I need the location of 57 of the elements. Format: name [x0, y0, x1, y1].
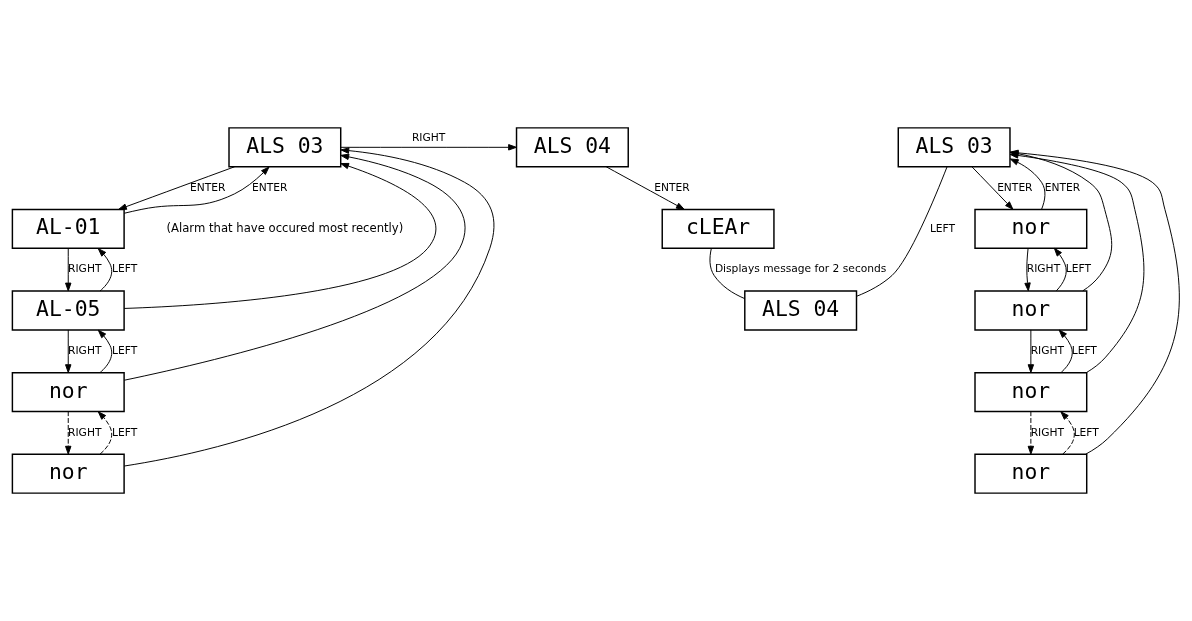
arrow [1060, 411, 1075, 455]
node-box: ALS 03 [228, 127, 342, 168]
arrow [1024, 248, 1031, 292]
edge-label: LEFT [929, 221, 956, 235]
arrow [65, 329, 72, 373]
node-box: ALS 03 [897, 127, 1011, 168]
node-box: nor [974, 290, 1088, 331]
edge-label: ENTER [1044, 180, 1081, 194]
edge-label: RIGHT [1030, 344, 1065, 358]
arrow [971, 166, 1014, 210]
edge-label: LEFT [112, 262, 138, 276]
connector [709, 248, 746, 299]
edge-label: LEFT [1065, 262, 1092, 276]
arrow [1053, 247, 1067, 292]
edge-label: Displays message for 2 seconds [714, 262, 887, 276]
node-box: nor [11, 453, 125, 494]
node-box: ALS 04 [744, 290, 858, 331]
label: (Alarm that have occured most recently) [166, 220, 404, 235]
edge-label: RIGHT [1026, 262, 1061, 276]
arrow [97, 329, 113, 374]
node-box: AL-01 [11, 208, 125, 250]
edge-label: RIGHT [68, 425, 102, 439]
arrow [605, 166, 685, 210]
edge-label: RIGHT [68, 262, 102, 276]
arrow [65, 247, 72, 292]
edge-label: LEFT [112, 425, 138, 439]
edge-label: RIGHT [411, 131, 446, 145]
node-box: nor [974, 208, 1088, 250]
edge-label: LEFT [1071, 344, 1097, 358]
arrow [123, 153, 466, 381]
arrow [340, 144, 517, 151]
edge-label: LEFT [112, 344, 138, 358]
node-box: nor [974, 371, 1088, 413]
arrow [65, 411, 72, 455]
arrow [97, 411, 113, 455]
arrow [1027, 329, 1035, 373]
edge-label: LEFT [1073, 425, 1099, 439]
edge-label: RIGHT [68, 344, 102, 358]
node-box: nor [974, 453, 1088, 494]
arrow [123, 162, 437, 309]
arrow [97, 248, 113, 292]
arrow [1027, 411, 1035, 455]
arrow [123, 166, 270, 214]
connector [856, 166, 948, 297]
node-box: cLEAr [661, 208, 775, 250]
arrow [118, 166, 236, 210]
node-box: nor [11, 371, 125, 413]
edge-label: ENTER [997, 180, 1033, 194]
edge-label: ENTER [654, 180, 690, 194]
arrow [1058, 329, 1073, 373]
node-box: AL-05 [11, 290, 125, 331]
arrow [123, 147, 495, 467]
edge-label: RIGHT [1030, 425, 1065, 439]
node-box: ALS 04 [515, 127, 629, 168]
edge-label: ENTER [252, 180, 288, 194]
edge-label: ENTER [189, 180, 226, 194]
arrow [1009, 158, 1046, 210]
